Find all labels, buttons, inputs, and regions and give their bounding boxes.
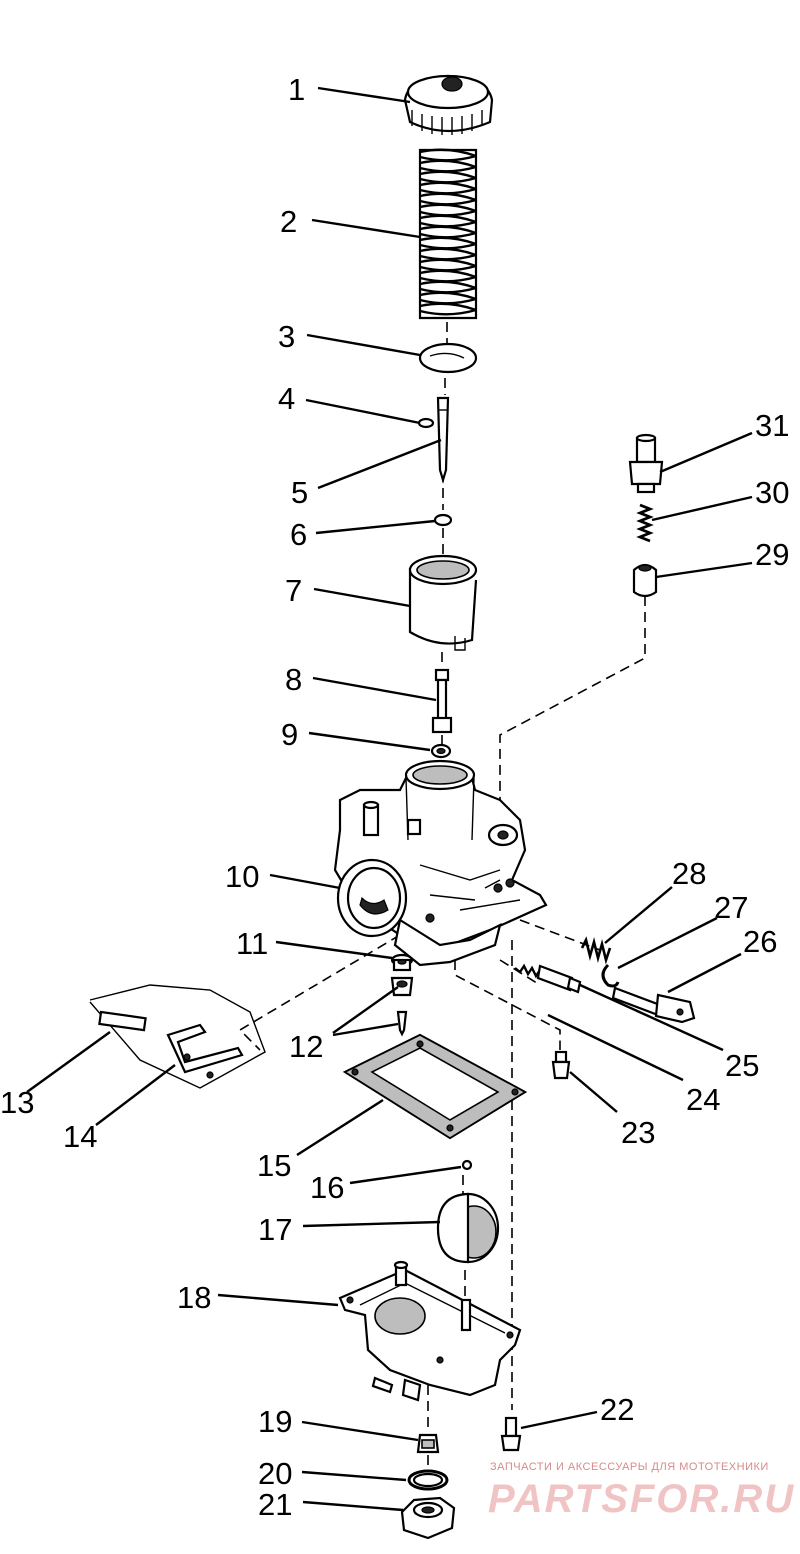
- callout-15: 15: [257, 1148, 291, 1183]
- float-arm-assembly: [89, 984, 266, 1089]
- starter-plunger: [632, 563, 658, 598]
- washer: [433, 513, 453, 527]
- callout-17: 17: [258, 1212, 292, 1247]
- leader-lines: [26, 86, 753, 1512]
- callout-16: 16: [310, 1170, 344, 1205]
- idle-screw-cap: [551, 1050, 571, 1080]
- callout-20: 20: [258, 1456, 292, 1491]
- spring: [418, 148, 478, 320]
- callout-10: 10: [225, 859, 259, 894]
- throttle-stop-screw: [611, 986, 696, 1024]
- callout-22: 22: [600, 1392, 634, 1427]
- callout-5: 5: [291, 475, 308, 510]
- watermark-brand: PARTSFOR.RU: [488, 1477, 795, 1521]
- callout-18: 18: [177, 1280, 211, 1315]
- retainer-plate: [418, 342, 478, 374]
- callout-3: 3: [278, 319, 295, 354]
- callout-14: 14: [63, 1119, 97, 1154]
- starter-cap-nut: [628, 433, 664, 494]
- callout-8: 8: [285, 662, 302, 697]
- callout-28: 28: [672, 856, 706, 891]
- callout-25: 25: [725, 1048, 759, 1083]
- float-bowl: [338, 1260, 522, 1402]
- callout-6: 6: [290, 517, 307, 552]
- needle-jet: [431, 668, 453, 734]
- carburetor-body: [333, 759, 548, 967]
- watermark: ЗАПЧАСТИ И АКСЕССУАРЫ ДЛЯ МОТОТЕХНИКИ PA…: [488, 1461, 795, 1521]
- bowl-screw: [500, 1416, 522, 1452]
- callout-27: 27: [714, 890, 748, 925]
- callout-19: 19: [258, 1404, 292, 1439]
- float-bowl-gasket: [342, 1033, 528, 1140]
- callout-29: 29: [755, 537, 789, 572]
- starter-spring: [636, 503, 654, 543]
- callout-labels: 1 2 3 4 5 6 7 8 9 10 11 12 13 14 15 16 1…: [0, 72, 789, 1522]
- e-clip: [601, 963, 620, 988]
- callout-13: 13: [0, 1085, 34, 1120]
- callout-24: 24: [686, 1082, 720, 1117]
- jet-needle: [436, 396, 450, 484]
- bottom-plug-nut: [400, 1496, 456, 1540]
- cap-top: [403, 74, 494, 135]
- drain-plug: [416, 1433, 440, 1454]
- callout-7: 7: [285, 573, 302, 608]
- callout-21: 21: [258, 1487, 292, 1522]
- callout-4: 4: [278, 381, 295, 416]
- stop-screw-spring: [580, 936, 612, 965]
- callout-23: 23: [621, 1115, 655, 1150]
- callout-30: 30: [755, 475, 789, 510]
- callout-26: 26: [743, 924, 777, 959]
- callout-2: 2: [280, 204, 297, 239]
- watermark-tagline: ЗАПЧАСТИ И АКСЕССУАРЫ ДЛЯ МОТОТЕХНИКИ: [490, 1461, 769, 1473]
- callout-9: 9: [281, 717, 298, 752]
- main-jet: [390, 953, 414, 972]
- float-pin: [461, 1159, 473, 1171]
- needle-clip: [417, 417, 435, 429]
- callout-31: 31: [755, 408, 789, 443]
- float: [436, 1192, 500, 1264]
- pilot-air-screw: [514, 963, 582, 994]
- spring-coils: [419, 148, 477, 316]
- callout-12: 12: [289, 1029, 323, 1064]
- throttle-slide: [408, 554, 478, 651]
- callout-11: 11: [236, 926, 268, 961]
- callout-1: 1: [288, 72, 305, 107]
